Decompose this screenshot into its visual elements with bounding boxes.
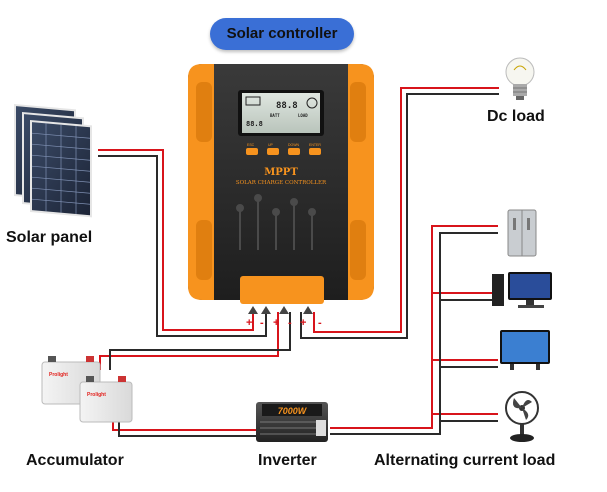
wire-pv-positive (98, 149, 254, 331)
lcd-voltage-readout: 88.8 (246, 120, 263, 128)
wire-inverter-positive (112, 405, 258, 431)
inverter-rating: 7000W (278, 406, 308, 416)
wire-ac-negative (330, 232, 498, 435)
button-label-up: UP (268, 143, 274, 147)
lcd-load-label: LOAD (298, 113, 308, 118)
button-label-esc: ESC (247, 143, 255, 147)
battery-icon: Prolight Prolight (41, 356, 133, 423)
wire-load-positive (313, 87, 499, 333)
enter-button[interactable] (309, 148, 321, 155)
button-label-enter: ENTER (309, 143, 321, 147)
controller-buttons: ESC UP DOWN ENTER (246, 143, 321, 155)
up-button[interactable] (267, 148, 279, 155)
television-icon (500, 330, 550, 370)
wire-pv-negative (98, 155, 267, 337)
controller-subtitle: SOLAR CHARGE CONTROLLER (236, 180, 327, 186)
wire-load-negative (300, 93, 499, 339)
controller-brand: MPPT (264, 167, 298, 178)
pv-negative-mark: - (260, 317, 264, 329)
wire-batt-negative (109, 312, 291, 370)
down-button[interactable] (288, 148, 300, 155)
label-accumulator: Accumulator (26, 452, 124, 469)
battery-negative-mark: - (288, 317, 292, 329)
load-negative-mark: - (318, 317, 322, 329)
battery-positive-mark: + (273, 317, 279, 329)
label-solar-panel: Solar panel (6, 229, 93, 246)
light-bulb-icon (505, 57, 535, 100)
solar-panel-icon (14, 104, 92, 218)
wiring (98, 87, 499, 437)
refrigerator-icon (507, 209, 537, 257)
label-dc-load: Dc load (487, 108, 545, 125)
label-ac-load: Alternating current load (374, 452, 556, 469)
battery-brand-front: Prolight (87, 392, 106, 398)
title-badge: Solar controller (210, 18, 354, 50)
wire-ac-positive (330, 225, 498, 429)
lcd-main-readout: 88.8 (276, 101, 298, 111)
load-positive-mark: + (300, 317, 306, 329)
lcd-batt-label: BATT (270, 113, 280, 118)
fan-icon (505, 391, 539, 442)
button-label-down: DOWN (288, 143, 300, 147)
label-inverter: Inverter (258, 452, 317, 469)
esc-button[interactable] (246, 148, 258, 155)
wire-inverter-negative (118, 405, 258, 437)
battery-brand: Prolight (49, 372, 68, 378)
inverter-icon: 7000W (256, 402, 328, 442)
solar-controller-device: 88.8 BATT LOAD 88.8 ESC UP DOWN ENTER MP… (188, 64, 374, 314)
desktop-computer-icon (492, 272, 552, 308)
pv-positive-mark: + (246, 317, 252, 329)
diagram-title: Solar controller (226, 25, 338, 42)
